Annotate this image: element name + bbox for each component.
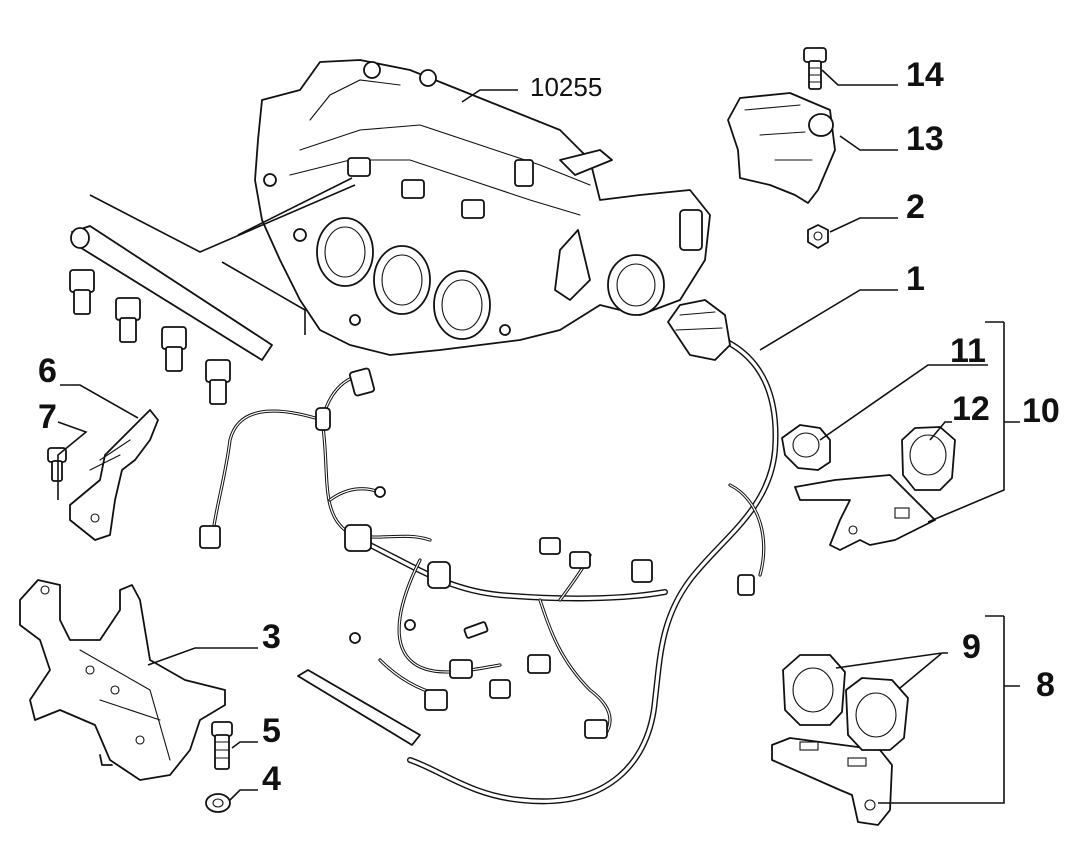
- callout-3: 3: [262, 618, 281, 656]
- clip-11: [781, 424, 831, 471]
- callout-8: 8: [1036, 666, 1055, 704]
- clip-12: [901, 426, 956, 491]
- explode-guide-bottom: [221, 261, 306, 335]
- bracket-3: [19, 579, 226, 781]
- callout-11: 11: [950, 332, 986, 370]
- intake-manifold-assembly: [254, 59, 711, 356]
- fuel-rail-injectors: [69, 225, 273, 405]
- callout-1: 1: [906, 260, 925, 298]
- callout-14: 14: [906, 56, 944, 94]
- explode-guide-top: [89, 184, 356, 253]
- callout-2: 2: [906, 188, 925, 226]
- callout-10255: 10255: [530, 72, 602, 102]
- bracket-6: [69, 409, 159, 541]
- callout-10: 10: [1022, 392, 1060, 430]
- callout-6: 6: [38, 352, 57, 390]
- wiring-harness: [199, 299, 779, 805]
- leader-lines: [57, 69, 1020, 804]
- callout-9: 9: [962, 628, 981, 666]
- callout-5: 5: [262, 712, 281, 750]
- clip-9-right: [845, 677, 909, 751]
- nut-2: [807, 224, 829, 249]
- bracket-8: [771, 737, 893, 826]
- clip-9-left: [782, 654, 846, 726]
- bracket-10: [794, 474, 936, 551]
- callout-12: 12: [952, 390, 990, 428]
- washer-4: [205, 793, 231, 813]
- screw-7: [47, 447, 67, 482]
- bolt-14: [803, 47, 827, 90]
- callout-4: 4: [262, 760, 281, 798]
- bracket-13: [727, 92, 836, 204]
- callout-13: 13: [906, 120, 944, 158]
- callout-7: 7: [38, 398, 57, 436]
- screw-5: [211, 721, 233, 770]
